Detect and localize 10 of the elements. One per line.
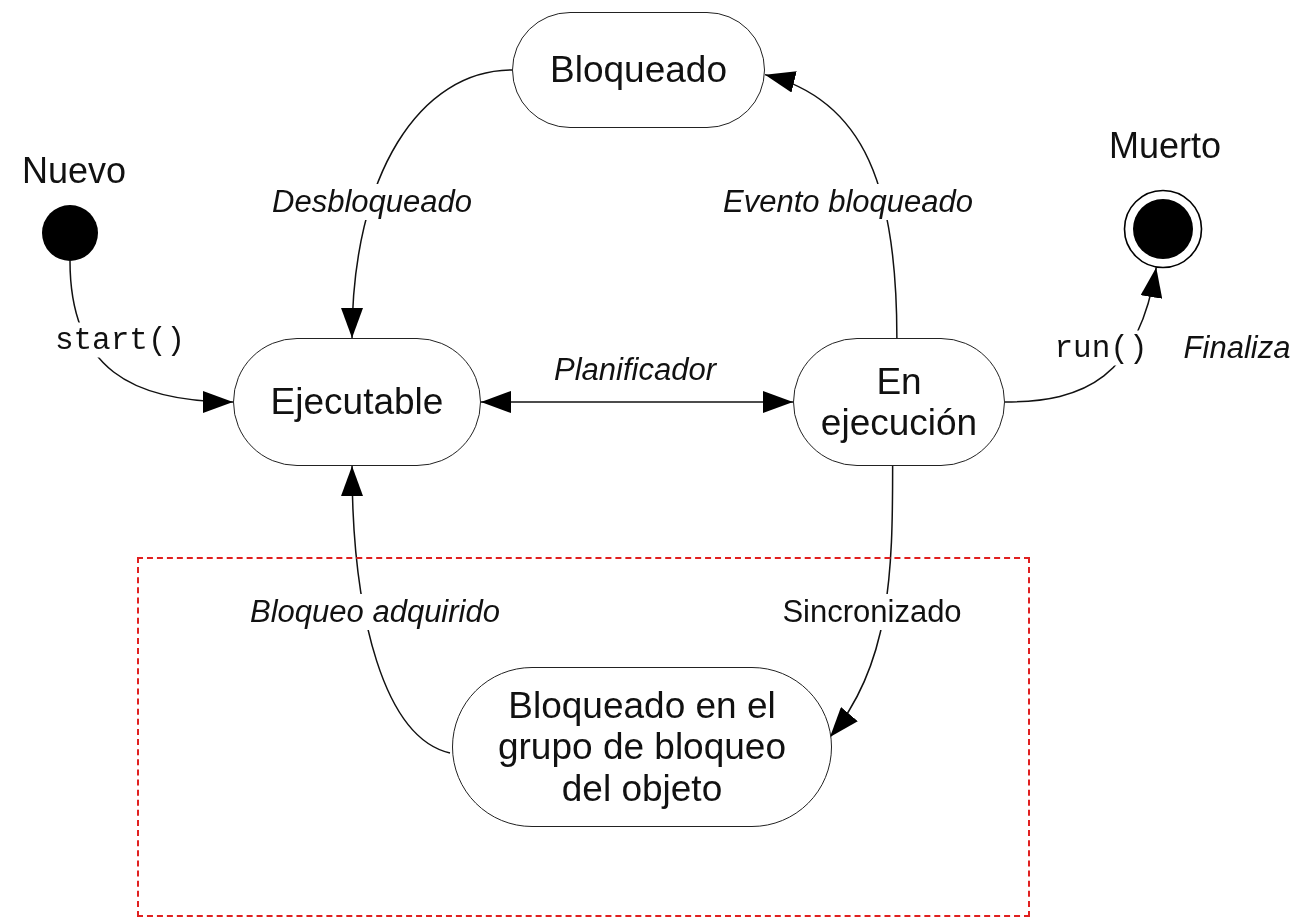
transition-arrow bbox=[764, 73, 898, 339]
transition-arrow bbox=[341, 465, 451, 754]
state-name: Muerto bbox=[1107, 125, 1222, 167]
state-name: Ejecutable bbox=[270, 381, 444, 423]
state-name: En ejecución bbox=[820, 360, 978, 444]
state-name: Bloqueado en el grupo de bloqueo del objeto bbox=[496, 684, 787, 810]
transition-arrow bbox=[480, 391, 794, 413]
state-name: Bloqueado bbox=[550, 49, 727, 91]
transition-arrow bbox=[342, 69, 513, 339]
state-name: Nuevo bbox=[20, 150, 128, 192]
